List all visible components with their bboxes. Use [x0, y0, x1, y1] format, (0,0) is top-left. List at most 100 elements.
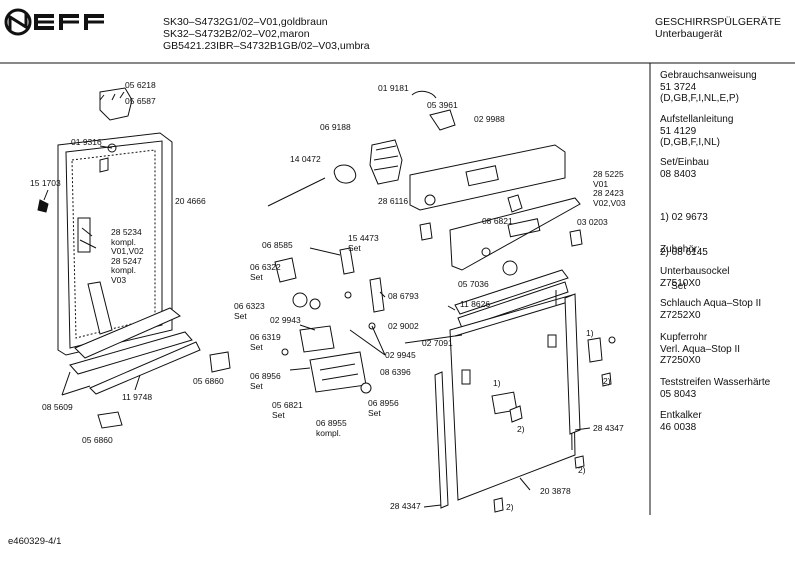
model-line-1: SK30–S4732G1/02–V01,goldbraun [163, 16, 328, 28]
door-panel-part [57, 132, 173, 356]
doc-entry-footnotes: 1) 02 9673 2) 08 6145 Set [660, 189, 708, 304]
part-label: 05 7036 [458, 279, 489, 289]
part-label: 02 9945 [385, 350, 416, 360]
control-panel-part [409, 144, 566, 211]
entry-line: 2) 08 6145 [660, 246, 708, 258]
entry-line: 05 8043 [660, 388, 697, 400]
category-title: GESCHIRRSPÜLGERÄTE [655, 16, 782, 28]
part-label: 20 4666 [175, 196, 206, 206]
part-label: 08 6821 [482, 216, 513, 226]
part-label: 06 6319 Set [250, 332, 281, 352]
entry-line: 51 3724 [660, 81, 697, 93]
footnote-marker: 2) [517, 424, 525, 434]
entry-line: Z7510X0 [660, 277, 701, 289]
part-label: 01 9316 [71, 137, 102, 147]
entry-line: 51 4129 [660, 125, 697, 137]
entry-line: Gebrauchsanweisung [660, 70, 757, 81]
part-label: 15 4473 Set [348, 233, 379, 253]
doc-entry-base: Unterbausockel Z7510X0 [660, 266, 729, 289]
part-label: 06 9188 [320, 122, 351, 132]
doc-entry-descaler: Entkalker 46 0038 [660, 410, 702, 433]
part-label: 08 5609 [42, 402, 73, 412]
strip-upper [74, 307, 181, 359]
entry-line: Set [660, 281, 687, 292]
entry-line: Verl. Aqua–Stop II [660, 343, 741, 355]
entry-line: Schlauch Aqua–Stop II [660, 298, 762, 309]
hinge-right [587, 337, 603, 363]
bracket-part [429, 109, 456, 131]
part-label: 15 1703 [30, 178, 61, 188]
part-label: 02 9002 [388, 321, 419, 331]
wheel-part [292, 292, 308, 308]
doc-entry-set: Set/Einbau 08 8403 [660, 157, 709, 180]
part-label: 11 9748 [122, 392, 153, 402]
rod-part [369, 277, 385, 313]
part-label: 03 0203 [577, 217, 608, 227]
part-label: 06 8955 kompl. [316, 418, 347, 438]
entry-line: Unterbausockel [660, 266, 730, 277]
part-label: 02 9988 [474, 114, 505, 124]
model-line-2: SK32–S4732B2/02–V02,maron [163, 28, 310, 40]
part-label: 06 8956 Set [250, 371, 281, 391]
strip-lower [89, 341, 201, 395]
fan-part [333, 164, 357, 184]
neff-logo [4, 8, 120, 36]
footnote-marker: 2) [506, 502, 514, 512]
part-label: 28 5234 kompl. V01,V02 28 5247 kompl. V0… [111, 227, 144, 285]
entry-line: Kupferrohr [660, 332, 708, 343]
part-label: 14 0472 [290, 154, 321, 164]
entry-line: Z7252X0 [660, 309, 701, 321]
category-subtitle: Unterbaugerät [655, 28, 723, 40]
top-strip-part [454, 269, 569, 315]
footnote-marker: 2) [578, 465, 586, 475]
part-label: 05 3961 [427, 100, 458, 110]
part-label: 05 6860 [82, 435, 113, 445]
doc-entry-copper-pipe: Kupferrohr Verl. Aqua–Stop II Z7250X0 [660, 332, 740, 367]
model-line-3: GB5421.23IBR–S4732B1GB/02–V03,umbra [163, 40, 370, 52]
hinge-block-2 [97, 411, 123, 429]
part-label: 06 8956 Set [368, 398, 399, 418]
entry-line: 1) 02 9673 [660, 212, 708, 223]
entry-line: (D,GB,F,I,NL,E,P) [660, 93, 739, 104]
screw-part [107, 143, 117, 153]
footer-code: e460329-4/1 [8, 536, 62, 547]
valve-assembly [309, 351, 367, 393]
side-strip-left [434, 371, 449, 509]
part-label: 28 5225 V01 28 2423 V02,V03 [593, 169, 626, 208]
switch-part [507, 194, 523, 213]
strip-mid [69, 331, 193, 375]
part-label: 06 8585 [262, 240, 293, 250]
knob-part [502, 260, 518, 276]
motor-part [369, 139, 403, 185]
side-strip-right [564, 293, 581, 435]
part-label: 08 6396 [380, 367, 411, 377]
entry-line: Teststreifen Wasserhärte [660, 377, 771, 388]
entry-line: 46 0038 [660, 421, 697, 433]
part-label: 02 7091 [422, 338, 453, 348]
part-label: 08 6793 [388, 291, 419, 301]
doc-entry-manual: Gebrauchsanweisung 51 3724 (D,GB,F,I,NL,… [660, 70, 757, 105]
doc-entry-accessories: Zubehör: [660, 244, 700, 256]
part-label: 28 4347 [593, 423, 624, 433]
hinge-block [209, 351, 231, 373]
clip-part [99, 87, 133, 121]
part-label: 05 6860 [193, 376, 224, 386]
doc-entry-installation: Aufstellanleitung 51 4129 (D,GB,F,I,NL) [660, 114, 733, 149]
part-label: 01 9181 [378, 83, 409, 93]
part-label: 05 6218 [125, 80, 156, 90]
part-label: 05 6587 [125, 96, 156, 106]
part-label: 06 6323 Set [234, 301, 265, 321]
main-door-part [449, 294, 576, 501]
entry-line: (D,GB,F,I,NL) [660, 137, 721, 148]
doc-entry-test-strips: Teststreifen Wasserhärte 05 8043 [660, 377, 770, 400]
part-label: 28 6116 [378, 196, 409, 206]
part-label: 11 8626 [460, 299, 491, 309]
part-label: 05 6821 Set [272, 400, 303, 420]
footnote-marker: 2) [603, 376, 611, 386]
entry-line: Zubehör: [660, 244, 701, 255]
footnote-marker: 1) [493, 378, 501, 388]
entry-line: Entkalker [660, 410, 702, 421]
housing-part [299, 325, 335, 353]
part-label: 28 4347 [390, 501, 421, 511]
